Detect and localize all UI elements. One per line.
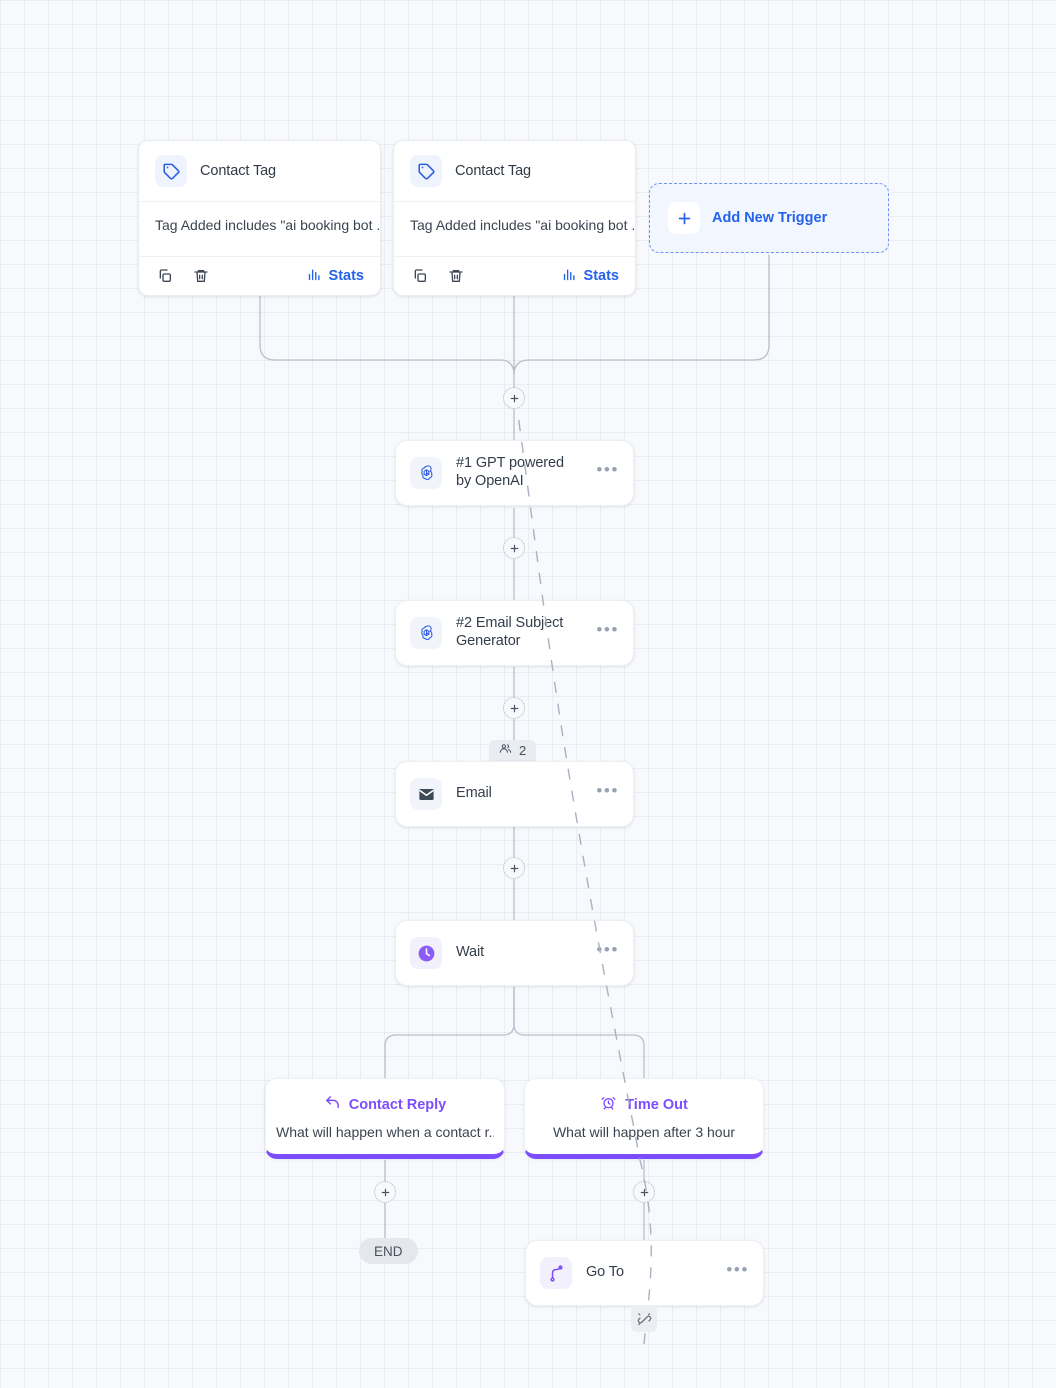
add-new-trigger-button[interactable]: Add New Trigger [649,183,889,253]
action-label: Wait [456,944,485,961]
copy-icon[interactable] [155,266,175,286]
trigger-card-contact-tag-2[interactable]: Contact Tag Tag Added includes "ai booki… [393,140,636,296]
trigger-footer: Stats [139,257,380,295]
goto-icon [540,1257,572,1289]
branch-description: What will happen after 3 hour [552,1124,736,1140]
trigger-card-contact-tag-1[interactable]: Contact Tag Tag Added includes "ai booki… [138,140,381,296]
stats-button[interactable]: Stats [562,267,619,286]
bar-chart-icon [562,267,577,286]
action-label: #2 Email Subject Generator [456,615,564,649]
plus-icon [668,202,700,234]
branch-header: Contact Reply [276,1094,494,1115]
add-step-after-subject-generator[interactable] [503,697,525,719]
unlink-icon[interactable] [631,1306,657,1332]
users-icon [499,742,512,758]
add-new-trigger-label: Add New Trigger [712,210,828,226]
add-step-after-time-out[interactable] [633,1181,655,1203]
trash-icon[interactable] [191,266,211,286]
stats-button[interactable]: Stats [307,267,364,286]
ellipsis-icon[interactable]: ••• [596,620,619,639]
action-label: #1 GPT powered by OpenAI [456,455,564,489]
add-step-after-contact-reply[interactable] [374,1181,396,1203]
trigger-condition: Tag Added includes "ai booking bot ... [394,202,635,257]
alarm-clock-icon [600,1094,617,1115]
ellipsis-icon[interactable]: ••• [596,781,619,800]
add-step-after-email[interactable] [503,857,525,879]
branch-card-contact-reply[interactable]: Contact Reply What will happen when a co… [265,1078,505,1159]
bar-chart-icon [307,267,322,286]
branch-card-time-out[interactable]: Time Out What will happen after 3 hour [524,1078,764,1159]
branch-description: What will happen when a contact r... [276,1124,494,1140]
action-label: Go To [586,1264,624,1281]
reply-arrow-icon [324,1094,341,1115]
action-node-go-to[interactable]: Go To ••• [525,1240,764,1306]
tag-icon [155,155,187,187]
end-badge: END [359,1238,418,1264]
trash-icon[interactable] [446,266,466,286]
branch-title: Time Out [625,1096,688,1113]
add-step-after-gpt[interactable] [503,537,525,559]
ellipsis-icon[interactable]: ••• [596,940,619,959]
action-node-wait[interactable]: Wait ••• [395,920,634,986]
stats-label: Stats [328,268,364,284]
contact-count-value: 2 [519,742,527,758]
copy-icon[interactable] [410,266,430,286]
trigger-title: Contact Tag [200,163,277,179]
openai-icon [410,617,442,649]
tag-icon [410,155,442,187]
trigger-footer: Stats [394,257,635,295]
action-node-email-subject-generator[interactable]: #2 Email Subject Generator ••• [395,600,634,666]
stats-label: Stats [583,268,619,284]
add-step-after-triggers[interactable] [503,387,525,409]
branch-title: Contact Reply [348,1096,447,1113]
action-label: Email [456,785,492,802]
trigger-title: Contact Tag [455,163,532,179]
trigger-header: Contact Tag [139,141,380,202]
trigger-header: Contact Tag [394,141,635,202]
trigger-condition: Tag Added includes "ai booking bot ... [139,202,380,257]
action-node-gpt-powered-by-openai[interactable]: #1 GPT powered by OpenAI ••• [395,440,634,506]
contact-count-badge: 2 [489,740,537,762]
action-node-email[interactable]: Email ••• [395,761,634,827]
ellipsis-icon[interactable]: ••• [596,460,619,479]
branch-header: Time Out [535,1094,753,1115]
clock-icon [410,937,442,969]
openai-icon [410,457,442,489]
ellipsis-icon[interactable]: ••• [726,1260,749,1279]
envelope-icon [410,778,442,810]
